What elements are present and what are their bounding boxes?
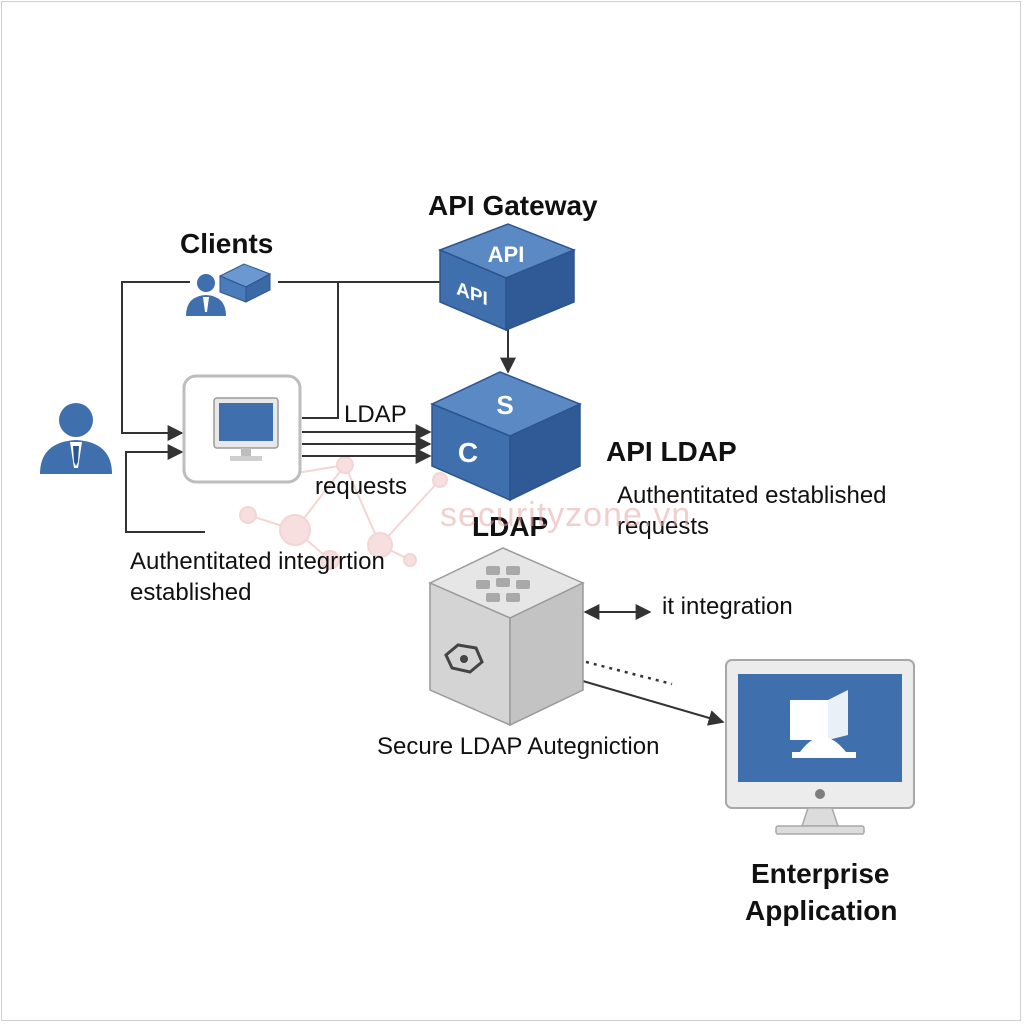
- auth-requests-label-line1: Authentitated established: [617, 482, 887, 509]
- api-ldap-label: API LDAP: [606, 436, 737, 467]
- clients-label: Clients: [180, 228, 274, 259]
- ldap-server-label: LDAP: [472, 511, 549, 542]
- watermark: securityzone.vn: [440, 496, 692, 534]
- requests-label: requests: [315, 473, 408, 500]
- ldap-cube-front-text: C: [458, 437, 478, 468]
- secure-ldap-label: Secure LDAP Autegniction: [377, 733, 660, 760]
- user-icon: [40, 403, 112, 474]
- it-integration-label: it integration: [662, 593, 793, 620]
- monitor-icon: [725, 659, 915, 835]
- auth-integration-label-line2: established: [130, 579, 252, 606]
- shield-eye-icon: [444, 643, 484, 674]
- enterprise-label-line2: Application: [745, 895, 898, 926]
- api-gateway-label: API Gateway: [428, 190, 598, 221]
- user-workstation-connector: [125, 444, 205, 533]
- gateway-workstation-connector: [302, 282, 339, 419]
- auth-integration-label-line1: Authentitated integrrtion: [130, 548, 385, 575]
- enterprise-label-line1: Enterprise: [751, 858, 890, 889]
- ldap-server-cube: [428, 547, 585, 727]
- app-window-icon: [790, 690, 856, 758]
- computer-icon: [213, 397, 279, 461]
- api-gateway-top-text: API: [488, 242, 525, 267]
- users-icon: [186, 263, 272, 316]
- ldap-edge-label: LDAP: [344, 401, 407, 428]
- ldap-cube-top-text: S: [496, 390, 513, 420]
- api-gateway-cube: API API: [437, 223, 577, 332]
- clients-workstation-connector: [121, 281, 190, 441]
- auth-requests-label-line2: requests: [617, 513, 710, 540]
- ldap-cube: S C: [430, 371, 582, 502]
- workstation[interactable]: [182, 374, 302, 484]
